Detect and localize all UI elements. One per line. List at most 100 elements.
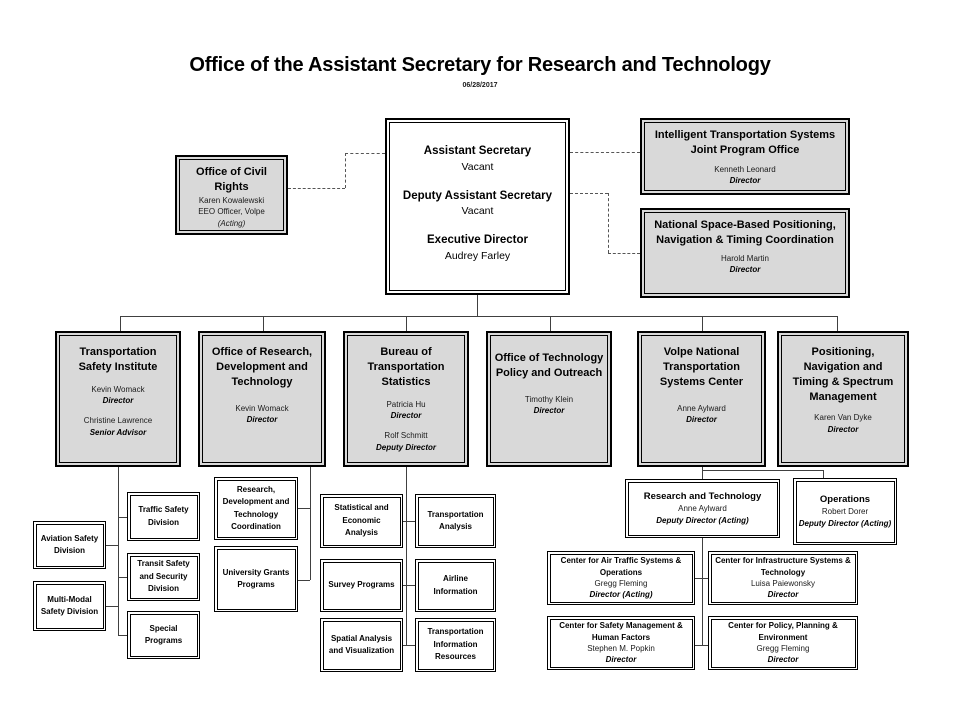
person-role: EEO Officer, Volpe xyxy=(198,207,265,217)
unit-label: Survey Programs xyxy=(328,580,395,590)
unit-label: Aviation Safety Division xyxy=(40,533,99,555)
person-name: Anne Aylward xyxy=(677,403,726,413)
connector-line xyxy=(118,635,127,636)
person-name: Timothy Klein xyxy=(524,394,574,404)
unit-label: Transportation Information Resources xyxy=(427,627,484,662)
connector-line xyxy=(823,470,824,478)
box-transit-safety-security-division: Transit Safety and Security Division xyxy=(127,553,200,601)
person-name: Rolf Schmitt xyxy=(384,431,428,441)
box-center-infrastructure-systems-technology: Center for Infrastructure Systems & Tech… xyxy=(708,551,858,605)
box-office-of-technology-policy-outreach: Office of Technology Policy and Outreach… xyxy=(486,331,612,467)
person-name: Kevin Womack xyxy=(91,384,145,394)
person-name: Karen Kowalewski xyxy=(198,195,265,205)
office-title: Positioning, Navigation and Timing & Spe… xyxy=(792,346,894,403)
box-volpe-operations: Operations Robert Dorer Deputy Director … xyxy=(793,478,897,545)
box-bureau-of-transportation-statistics: Bureau of Transportation Statistics Patr… xyxy=(343,331,469,467)
box-transportation-analysis: Transportation Analysis xyxy=(415,494,496,548)
connector-line xyxy=(406,467,407,645)
connector-dashed xyxy=(570,193,608,194)
role-title: Deputy Assistant Secretary xyxy=(402,189,553,202)
office-title: Office of Research, Development and Tech… xyxy=(211,346,313,388)
person-name: Anne Aylward xyxy=(678,504,727,514)
connector-dashed xyxy=(345,153,346,188)
box-national-space-based-pnt-coordination: National Space-Based Positioning, Naviga… xyxy=(640,208,850,298)
role-holder: Vacant xyxy=(461,205,494,218)
box-multi-modal-safety-division: Multi-Modal Safety Division xyxy=(33,581,106,631)
box-rdt-coordination: Research, Development and Technology Coo… xyxy=(214,477,298,540)
connector-line xyxy=(837,316,838,331)
box-its-joint-program-office: Intelligent Transportation Systems Joint… xyxy=(640,118,850,195)
box-airline-information: Airline Information xyxy=(415,559,496,612)
connector-line xyxy=(298,580,310,581)
connector-line xyxy=(403,645,415,646)
unit-label: Traffic Safety Division xyxy=(138,505,189,527)
box-assistant-secretary-office: Assistant Secretary Vacant Deputy Assist… xyxy=(385,118,570,295)
unit-label: Airline Information xyxy=(433,574,478,596)
connector-line xyxy=(298,508,310,509)
person-name: Gregg Fleming xyxy=(756,643,810,653)
connector-line xyxy=(695,645,708,646)
person-name: Karen Van Dyke xyxy=(814,413,872,423)
connector-line xyxy=(403,585,415,586)
person-name: Kevin Womack xyxy=(235,403,289,413)
box-transportation-safety-institute: Transportation Safety Institute Kevin Wo… xyxy=(55,331,181,467)
office-title: Office of Technology Policy and Outreach xyxy=(494,352,604,379)
box-center-policy-planning-environment: Center for Policy, Planning & Environmen… xyxy=(708,616,858,670)
unit-label: Statistical and Economic Analysis xyxy=(334,503,389,538)
unit-label: Multi-Modal Safety Division xyxy=(40,594,99,616)
person-role: Director xyxy=(827,424,859,434)
center-title: Center for Policy, Planning & Environmen… xyxy=(728,621,838,642)
connector-line xyxy=(106,606,118,607)
person-name: Harold Martin xyxy=(720,253,769,263)
unit-title: Operations xyxy=(819,493,871,505)
box-volpe-national-transportation-systems-center: Volpe National Transportation Systems Ce… xyxy=(637,331,766,467)
box-office-of-research-development-technology: Office of Research, Development and Tech… xyxy=(198,331,326,467)
person-role: Director xyxy=(533,406,565,416)
role-title: Assistant Secretary xyxy=(423,145,532,157)
person-role: Director xyxy=(729,176,761,186)
unit-label: University Grants Programs xyxy=(222,567,290,589)
connector-line xyxy=(550,316,551,331)
box-transportation-information-resources: Transportation Information Resources xyxy=(415,618,496,672)
person-role: Director xyxy=(686,415,717,425)
person-name: Patricia Hu xyxy=(386,399,426,409)
connector-line xyxy=(310,467,311,580)
office-title: National Space-Based Positioning, Naviga… xyxy=(654,219,836,246)
unit-label: Special Programs xyxy=(144,623,183,645)
connector-line xyxy=(702,467,703,479)
connector-line xyxy=(695,578,708,579)
box-special-programs: Special Programs xyxy=(127,611,200,659)
office-title: Transportation Safety Institute xyxy=(78,346,158,373)
person-role: Director xyxy=(729,265,761,275)
unit-title: Research and Technology xyxy=(643,490,762,502)
connector-line xyxy=(702,316,703,331)
connector-line xyxy=(106,545,118,546)
person-role: Senior Advisor xyxy=(89,428,147,438)
box-positioning-navigation-timing-spectrum: Positioning, Navigation and Timing & Spe… xyxy=(777,331,909,467)
person-role: Deputy Director (Acting) xyxy=(798,518,892,528)
connector-dashed xyxy=(345,153,385,154)
role-holder: Vacant xyxy=(461,160,494,173)
box-center-air-traffic-systems-operations: Center for Air Traffic Systems & Operati… xyxy=(547,551,695,605)
box-volpe-research-and-technology: Research and Technology Anne Aylward Dep… xyxy=(625,479,780,538)
person-name: Gregg Fleming xyxy=(594,578,648,588)
person-role: Director xyxy=(605,655,637,665)
office-title: Intelligent Transportation Systems Joint… xyxy=(654,129,836,156)
connector-line xyxy=(702,538,703,645)
person-role: Deputy Director (Acting) xyxy=(656,515,749,525)
person-name: Kenneth Leonard xyxy=(714,164,776,174)
person-role: Director xyxy=(390,411,422,421)
person-role: Director xyxy=(767,590,799,600)
chart-date: 06/28/2017 xyxy=(462,82,498,89)
center-title: Center for Infrastructure Systems & Tech… xyxy=(715,556,851,577)
connector-dashed xyxy=(570,152,640,153)
unit-label: Transit Safety and Security Division xyxy=(137,559,190,594)
person-role: Director xyxy=(767,655,799,665)
connector-line xyxy=(120,316,838,317)
connector-line xyxy=(702,470,823,471)
connector-dashed xyxy=(608,253,640,254)
person-name: Luisa Paiewonsky xyxy=(750,578,816,588)
connector-line xyxy=(118,517,127,518)
person-name: Stephen M. Popkin xyxy=(587,643,655,653)
